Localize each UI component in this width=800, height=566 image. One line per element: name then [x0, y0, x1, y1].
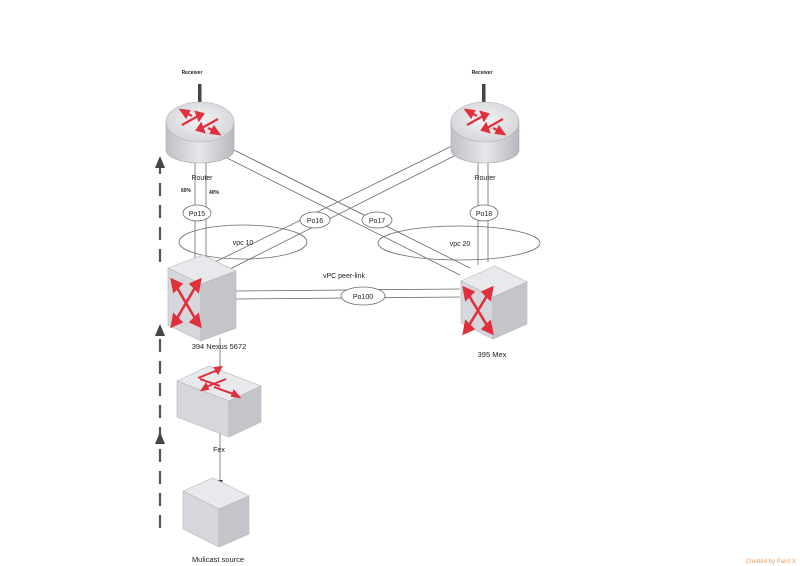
arrow-up-icon [155, 432, 165, 444]
link-po16-b [223, 153, 459, 273]
multicast-source-device [182, 477, 250, 548]
router-label-left: Router [191, 175, 213, 182]
switch-right [460, 265, 528, 340]
credit-text: Created by Paint X [746, 559, 796, 565]
multicast-source-label: Mulicast source [192, 555, 244, 564]
po17-ellipse [361, 211, 393, 229]
fex-device [176, 365, 262, 438]
router-arrows-icon [463, 108, 507, 136]
router-right [450, 84, 520, 164]
vpc10-ellipse [178, 224, 308, 260]
switch-cross-arrows-icon [170, 277, 202, 329]
po18-ellipse [469, 204, 499, 222]
router-label-right: Router [474, 175, 496, 182]
fex-label: Fex [213, 447, 225, 454]
receiver-label-left: Receiver [182, 70, 203, 76]
link-po17-a [229, 147, 471, 269]
receiver-antenna-left [198, 84, 202, 102]
fex-arrows-icon [197, 365, 242, 399]
link-po17-b [224, 156, 461, 276]
switch-left [167, 254, 237, 342]
po18-label: Po18 [476, 211, 492, 218]
router-left [165, 84, 235, 164]
receiver-antenna-right [482, 84, 486, 102]
multicast-flow-arrows [155, 156, 165, 528]
load-share-label-b: 40% [209, 190, 220, 196]
po17-label: Po17 [369, 218, 385, 225]
po100-label: Po100 [353, 294, 373, 301]
arrow-up-icon [155, 156, 165, 168]
router-arrows-icon [178, 108, 222, 136]
vpc10-label: vpc 10 [233, 240, 254, 247]
po16-ellipse [299, 211, 331, 229]
peer-link-label: vPC peer-link [323, 273, 366, 280]
load-share-label-a: 60% [181, 188, 192, 194]
switch-cross-arrows-icon [462, 285, 494, 336]
vpc20-ellipse [377, 225, 541, 261]
vpc20-label: vpc 20 [450, 241, 471, 248]
link-po16-a [214, 145, 453, 263]
po16-label: Po16 [307, 218, 323, 225]
po15-label: Po15 [189, 211, 205, 218]
arrow-up-icon [155, 324, 165, 336]
switch-label-right: 395 Mex [478, 350, 507, 359]
po15-ellipse [182, 204, 212, 222]
switch-label-left: 394 Nexus 5672 [192, 342, 247, 351]
po100-ellipse [340, 286, 386, 306]
receiver-label-right: Receiver [472, 70, 493, 76]
